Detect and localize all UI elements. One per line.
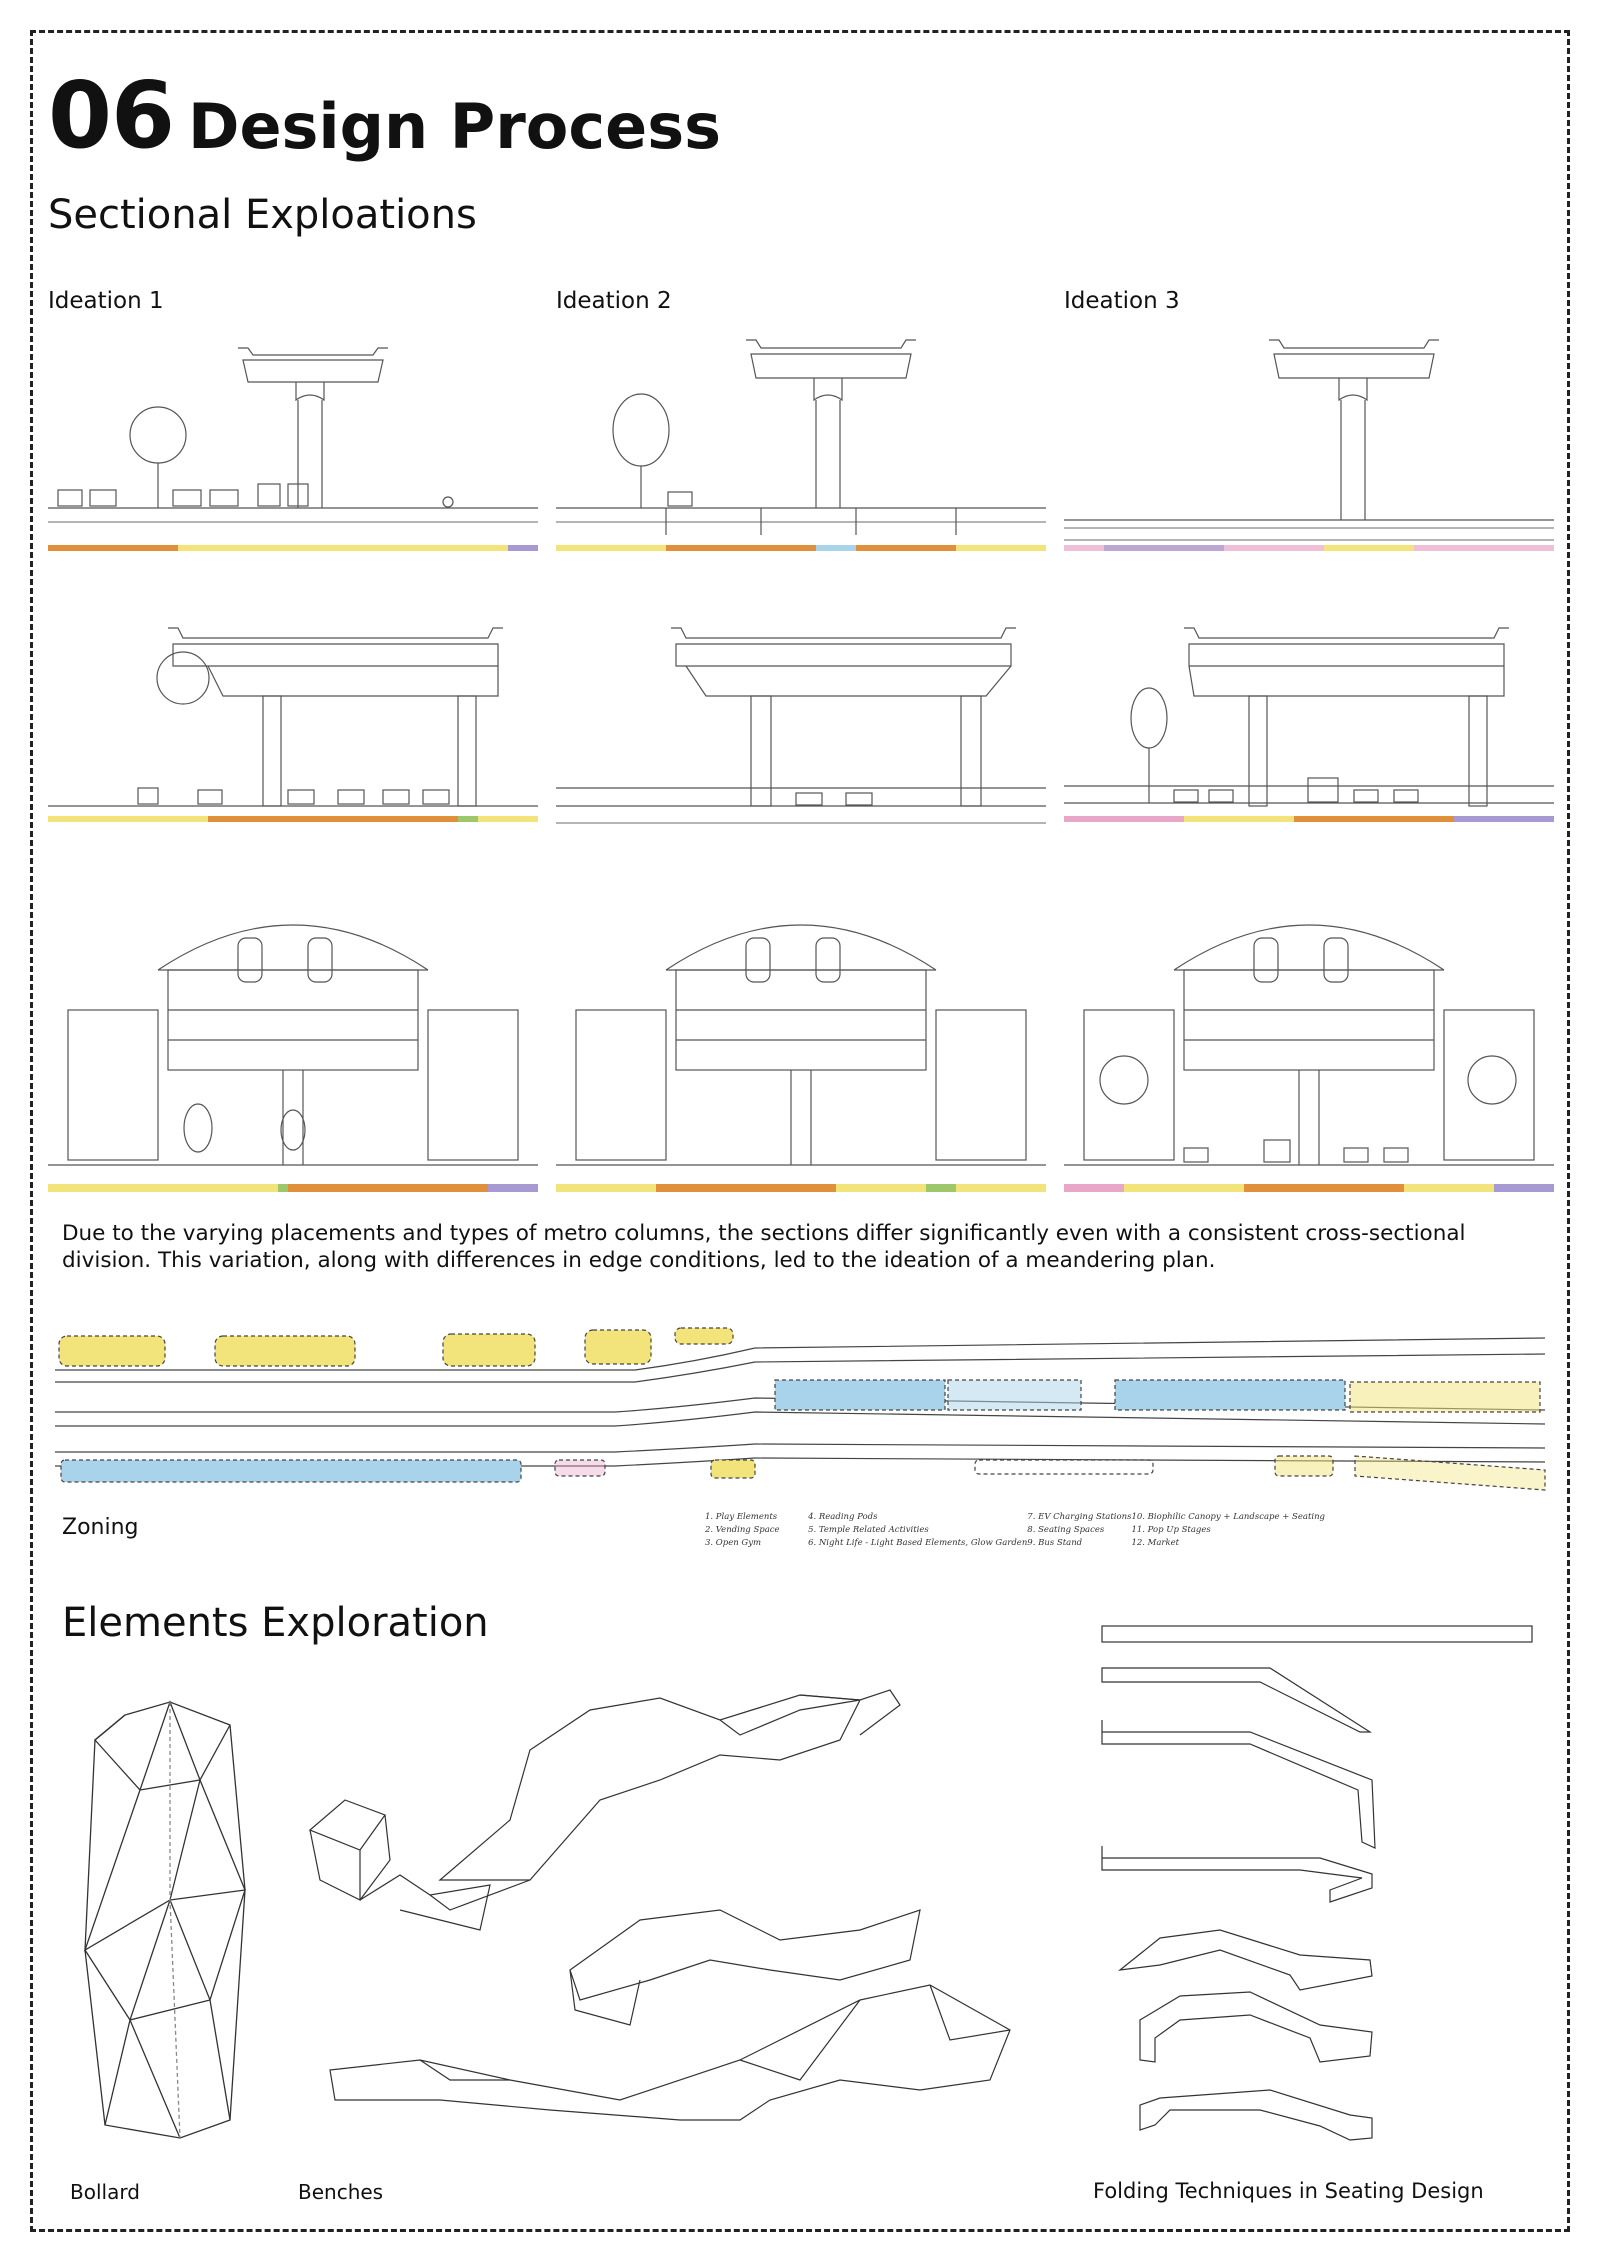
section-color-strip-1a <box>48 545 538 557</box>
section-color-strip-1b <box>48 816 538 828</box>
legend-item: 7. EV Charging Stations <box>1027 1512 1132 1522</box>
ideation-1-label: Ideation 1 <box>48 288 164 314</box>
page-border <box>30 30 1570 2232</box>
folding-sketches <box>1100 1620 1540 2141</box>
legend-item: 12. Market <box>1131 1538 1180 1548</box>
ideation-2-label: Ideation 2 <box>556 288 672 314</box>
section-sketch-2c <box>556 890 1046 1200</box>
legend-item: 6. Night Life - Light Based Elements, Gl… <box>808 1538 1028 1548</box>
caption-folding: Folding Techniques in Seating Design <box>1093 2179 1484 2203</box>
caption-benches: Benches <box>298 2180 384 2204</box>
section-sketch-1a <box>48 330 538 560</box>
section-number: 06 <box>48 62 175 169</box>
page-title: Design Process <box>188 90 721 163</box>
legend-item: 2. Vending Space <box>705 1525 780 1535</box>
benches-sketch <box>300 1680 1040 2150</box>
section-sketch-3c <box>1064 890 1554 1200</box>
elements-heading: Elements Exploration <box>62 1600 489 1646</box>
section-sketch-2a <box>556 330 1046 560</box>
legend-item: 8. Seating Spaces <box>1027 1525 1105 1535</box>
description-paragraph: Due to the varying placements and types … <box>62 1221 1466 1273</box>
ideation-3-label: Ideation 3 <box>1064 288 1180 314</box>
section-sketch-3b <box>1064 618 1554 843</box>
bollard-sketch <box>70 1700 260 2140</box>
legend-item: 11. Pop Up Stages <box>1131 1525 1211 1535</box>
section-color-strip-3a <box>1064 545 1554 557</box>
legend-item: 5. Temple Related Activities <box>808 1525 929 1535</box>
legend-item: 9. Bus Stand <box>1027 1538 1083 1548</box>
section-sketch-1b <box>48 618 538 843</box>
zoning-label: Zoning <box>62 1515 139 1540</box>
caption-bollard: Bollard <box>70 2180 140 2204</box>
section-color-strip-3b <box>1064 816 1554 828</box>
section-color-strip-2a <box>556 545 1046 557</box>
section-sketch-3a <box>1064 330 1554 560</box>
legend-item: 3. Open Gym <box>705 1538 762 1548</box>
legend-item: 4. Reading Pods <box>808 1512 878 1522</box>
section-sketch-2b <box>556 618 1046 843</box>
section-subtitle: Sectional Exploations <box>48 192 477 238</box>
zoning-plan <box>55 1320 1555 1520</box>
legend-item: 10. Biophilic Canopy + Landscape + Seati… <box>1131 1512 1325 1522</box>
zoning-legend: 1. Play Elements 4. Reading Pods 7. EV C… <box>705 1512 1325 1548</box>
section-sketch-1c <box>48 890 538 1200</box>
legend-item: 1. Play Elements <box>705 1512 778 1522</box>
